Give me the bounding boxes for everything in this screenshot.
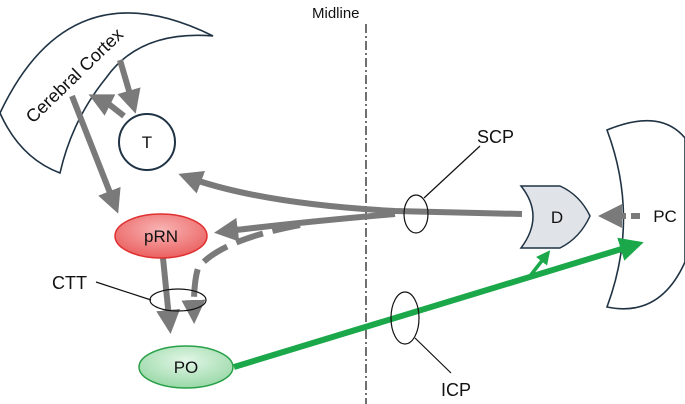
pc-arc-shape xyxy=(605,119,685,310)
po-node xyxy=(138,345,234,389)
prn-node xyxy=(114,213,208,259)
green-branch-to-dentate-arrow xyxy=(528,250,551,278)
thalamus-to-cortex-arrow xyxy=(88,94,126,119)
ctt-tract-marker xyxy=(149,288,207,312)
po-to-pc-green-arrow xyxy=(233,237,644,370)
prn-label: pRN xyxy=(144,227,178,246)
dentate-to-thalamus-arrow xyxy=(178,170,523,217)
pc-label: PC xyxy=(653,207,677,226)
icp-label: ICP xyxy=(441,380,471,400)
ctt-label: CTT xyxy=(52,273,87,293)
po-label: PO xyxy=(174,358,199,377)
scp-leader-line xyxy=(423,145,481,199)
ctt-leader-line xyxy=(95,281,152,301)
prn-to-po-arrow xyxy=(156,257,181,334)
cerebral-cortex-shape xyxy=(0,12,214,175)
icp-leader-line xyxy=(414,337,452,374)
thalamus-label: T xyxy=(142,133,152,152)
midline-label: Midline xyxy=(312,5,360,22)
scp-tract-marker xyxy=(403,194,429,234)
scp-label: SCP xyxy=(477,127,514,147)
dentate-to-po-dashed-arrow xyxy=(181,222,301,324)
cortex-to-thalamus-arrow xyxy=(117,59,141,114)
dentate-to-prn-arrow xyxy=(214,211,396,242)
dentate-nucleus-shape xyxy=(519,185,591,249)
cortex-to-prn-arrow xyxy=(69,94,121,214)
dentate-label: D xyxy=(551,208,563,227)
icp-tract-marker xyxy=(390,291,420,345)
thalamus-node xyxy=(118,113,176,171)
